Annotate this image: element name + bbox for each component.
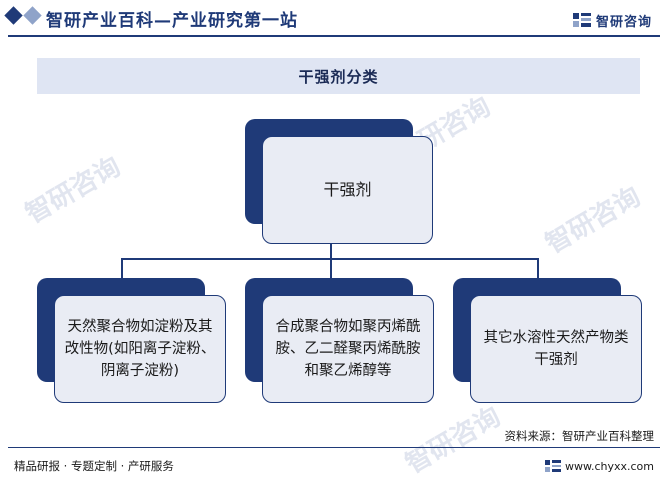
title-band: 干强剂分类 [37,58,640,94]
child-node-other-natural: 其它水溶性天然产物类干强剂 [470,295,642,403]
connector-line [330,258,332,278]
child-node-label: 合成聚合物如聚丙烯酰胺、乙二醛聚丙烯酰胺和聚乙烯醇等 [275,319,421,379]
child-node-synthetic-polymers: 合成聚合物如聚丙烯酰胺、乙二醛聚丙烯酰胺和聚乙烯醇等 [262,295,434,403]
diamond-icon [4,6,23,25]
watermark: 智研咨询 [540,181,646,260]
source-note: 资料来源：智研产业百科整理 [504,429,655,443]
brand-logo-icon [572,13,591,27]
watermark: 智研咨询 [400,401,506,480]
brand-name: 智研咨询 [595,14,652,30]
footer-tagline: 精品研报 · 专题定制 · 产研服务 [14,459,174,473]
connector-line [537,258,539,278]
child-node-label: 其它水溶性天然产物类干强剂 [483,330,629,368]
watermark: 智研咨询 [20,151,126,230]
connector-line [121,258,538,260]
connector-line [330,244,332,258]
child-node-natural-polymers: 天然聚合物如淀粉及其改性物(如阳离子淀粉、阴离子淀粉) [54,295,226,403]
brand-logo-icon [544,460,561,472]
website-url[interactable]: www.chyxx.com [564,459,654,473]
child-node-label: 天然聚合物如淀粉及其改性物(如阳离子淀粉、阴离子淀粉) [64,319,216,379]
page-title: 智研产业百科—产业研究第一站 [46,11,298,31]
footer-website[interactable]: www.chyxx.com [544,459,654,473]
header: 智研产业百科—产业研究第一站 智研咨询 [0,0,668,37]
brand[interactable]: 智研咨询 [572,10,652,30]
diamond-icon [23,6,42,25]
diagram-title: 干强剂分类 [298,67,379,86]
footer-divider [8,447,660,448]
header-divider [8,35,660,37]
root-node-label: 干强剂 [323,180,372,199]
connector-line [121,258,123,278]
root-node: 干强剂 [262,136,433,244]
